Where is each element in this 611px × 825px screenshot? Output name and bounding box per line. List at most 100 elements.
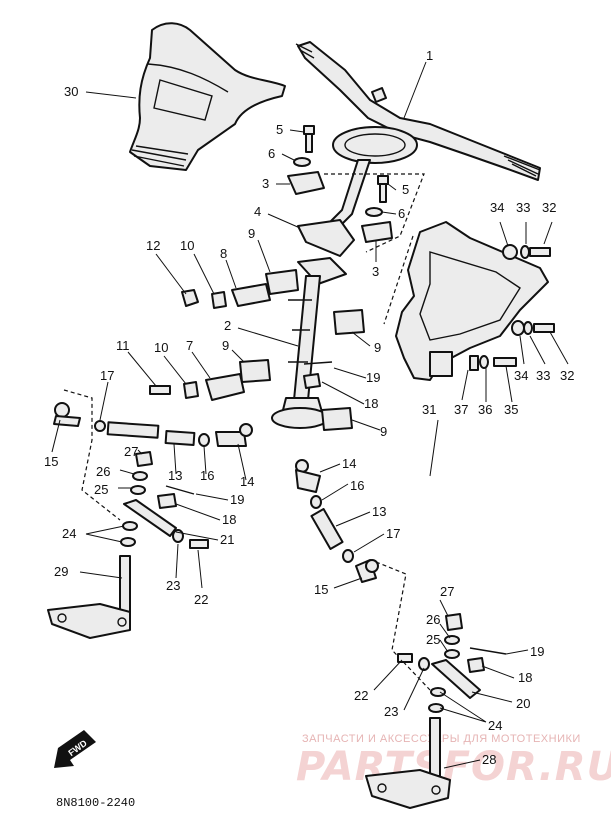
bolt-32b-part	[533, 323, 555, 333]
washer-36-part	[479, 355, 489, 369]
nut-16b-part	[310, 495, 322, 509]
callout-27b: 27	[440, 584, 454, 599]
bolt-22b-part	[397, 653, 413, 663]
frame-outline	[383, 235, 414, 325]
bushing-9b-part	[333, 309, 365, 335]
callout-28: 28	[482, 752, 496, 767]
callout-32a: 32	[542, 200, 556, 215]
bolt-5a-part	[303, 125, 315, 153]
washer-6a-part	[293, 157, 311, 167]
washer-6b-part	[365, 207, 383, 217]
callout-25b: 25	[426, 632, 440, 647]
handlebar-cover-part	[129, 22, 286, 171]
nut-34a-part	[502, 244, 518, 260]
callout-9d: 9	[380, 424, 387, 439]
callout-2: 2	[224, 318, 231, 333]
callout-15a: 15	[44, 454, 58, 469]
callout-24a: 24	[62, 526, 76, 541]
holder-7-part	[205, 373, 245, 401]
callout-27a: 27	[124, 444, 138, 459]
callout-37: 37	[454, 402, 468, 417]
washer-24a-part	[122, 521, 138, 531]
nut-18c-part	[467, 657, 485, 673]
diagram-code: 8N8100-2240	[56, 796, 135, 810]
callout-labels: 30 1 5 6 3 5 6 4 3 12 10 8 9 2 9 11 10 7…	[44, 48, 574, 767]
callout-19a: 19	[366, 370, 380, 385]
tie-rod-end-14a-part	[215, 423, 253, 447]
callout-34a: 34	[490, 200, 504, 215]
washer-33b-part	[523, 321, 533, 335]
callout-16b: 16	[350, 478, 364, 493]
callout-26a: 26	[96, 464, 110, 479]
callout-22b: 22	[354, 688, 368, 703]
callout-13a: 13	[168, 468, 182, 483]
callout-33a: 33	[516, 200, 530, 215]
bolt-22a-part	[189, 539, 209, 549]
washer-26a-part	[132, 471, 148, 481]
frame-bracket-part	[395, 221, 549, 381]
watermark-caption: ЗАПЧАСТИ И АКСЕССУАРЫ ДЛЯ МОТОТЕХНИКИ	[302, 733, 581, 745]
callout-18b: 18	[222, 512, 236, 527]
callout-19b: 19	[230, 492, 244, 507]
cotter-pin-19b-part	[165, 485, 195, 495]
watermark-logo: PARTSFOR.RU	[296, 744, 611, 790]
callout-34b: 34	[514, 368, 528, 383]
cotter-pin-19c-part	[469, 647, 507, 655]
washer-24c-part	[430, 687, 446, 697]
callout-26b: 26	[426, 612, 440, 627]
nut-27a-part	[135, 451, 153, 467]
tie-rod-13a-part	[106, 421, 160, 439]
callout-8: 8	[220, 246, 227, 261]
arm-21-part	[123, 499, 177, 537]
callout-6b: 6	[398, 206, 405, 221]
callout-21: 21	[220, 532, 234, 547]
callout-9b: 9	[374, 340, 381, 355]
nut-23a-part	[172, 529, 184, 543]
collar-37-part	[469, 355, 479, 371]
spindle-28-part	[365, 717, 451, 809]
washer-33a-part	[520, 245, 530, 259]
callout-32b: 32	[560, 368, 574, 383]
bushing-9a-part	[265, 269, 299, 295]
nut-17a-part	[94, 420, 106, 432]
callout-7: 7	[186, 338, 193, 353]
nut-18a-part	[303, 373, 321, 389]
callout-17b: 17	[386, 526, 400, 541]
cotter-pin-19a-part	[303, 361, 333, 365]
callout-14b: 14	[342, 456, 356, 471]
leader-lines	[51, 61, 569, 769]
callout-1: 1	[426, 48, 433, 63]
washer-24b-part	[120, 537, 136, 547]
clamp-3a-part	[287, 171, 325, 195]
callout-9c: 9	[222, 338, 229, 353]
holder-4-part	[297, 219, 355, 257]
callout-3a: 3	[262, 176, 269, 191]
bolt-5b-part	[377, 175, 389, 203]
callout-24b: 24	[488, 718, 502, 733]
washer-26b-part	[444, 635, 460, 645]
bushing-9c-part	[239, 359, 271, 383]
callout-4: 4	[254, 204, 261, 219]
nut-16a-part	[198, 433, 210, 447]
nut-10b-part	[183, 381, 199, 399]
bushing-9d-part	[321, 407, 353, 431]
nut-23b-part	[418, 657, 430, 671]
callout-13b: 13	[372, 504, 386, 519]
callout-10b: 10	[154, 340, 168, 355]
bolt-11-part	[149, 385, 171, 395]
nut-34b-part	[511, 320, 525, 336]
assembly-outline	[324, 173, 425, 253]
callout-18c: 18	[518, 670, 532, 685]
tierod-right-outline	[375, 561, 431, 691]
callout-19c: 19	[530, 644, 544, 659]
tierod-left-outline	[63, 389, 121, 521]
callout-14a: 14	[240, 474, 254, 489]
callout-6a: 6	[268, 146, 275, 161]
callout-22a: 22	[194, 592, 208, 607]
callout-18a: 18	[364, 396, 378, 411]
callout-3b: 3	[372, 264, 379, 279]
tie-rod-end-14b-part	[295, 459, 321, 493]
callout-16a: 16	[200, 468, 214, 483]
washer-25b-part	[444, 649, 460, 659]
